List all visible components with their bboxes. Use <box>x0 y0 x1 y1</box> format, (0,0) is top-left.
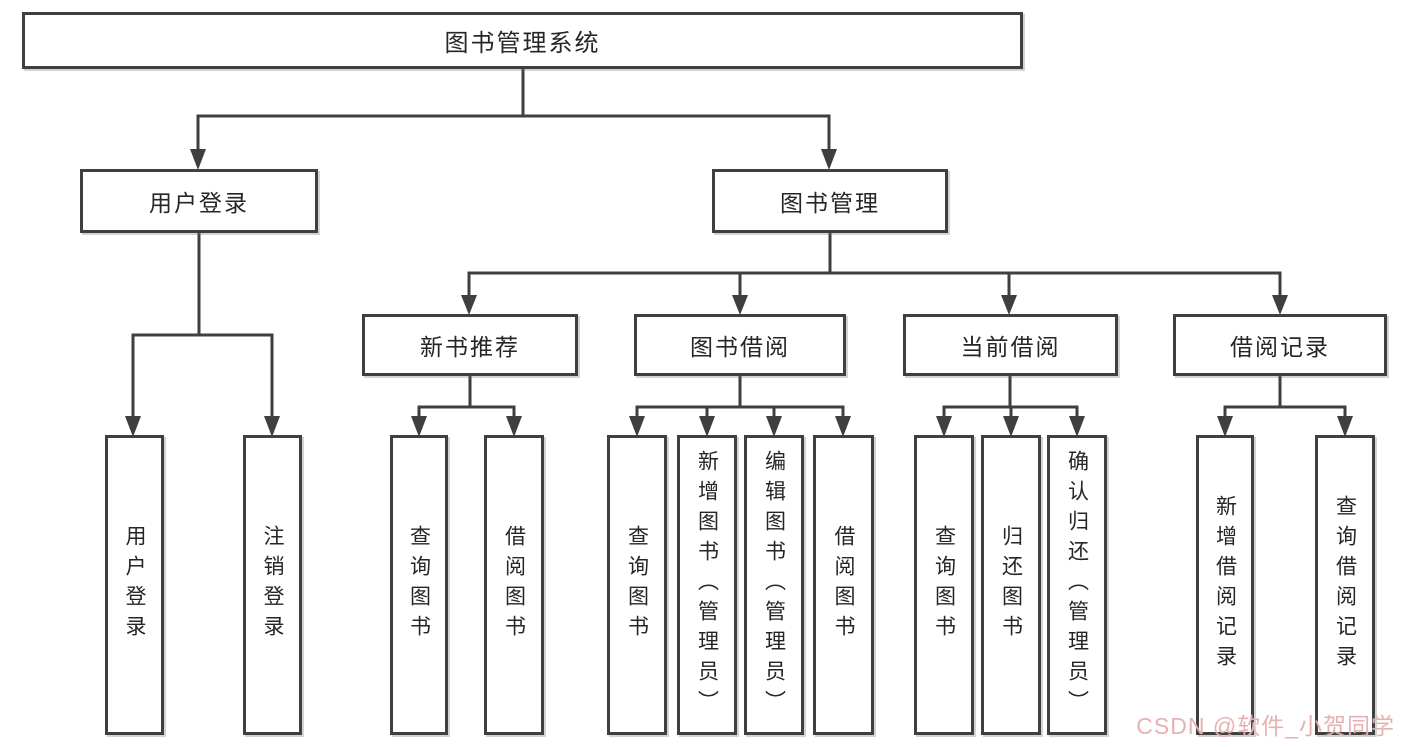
node-query-borrow-record: 查询借阅记录 <box>1315 435 1375 735</box>
node-label: 借阅图书 <box>832 525 855 645</box>
node-label: 新书推荐 <box>420 334 520 360</box>
node-label: 新增图书（管理员） <box>695 450 719 720</box>
node-borrow-records: 借阅记录 <box>1173 314 1387 376</box>
node-borrow-books-recommend: 借阅图书 <box>484 435 544 735</box>
node-label: 编辑图书（管理员） <box>762 450 786 720</box>
node-label: 图书管理 <box>780 190 880 216</box>
node-current-borrow: 当前借阅 <box>903 314 1118 376</box>
node-query-books-borrow: 查询图书 <box>607 435 667 735</box>
node-return-book: 归还图书 <box>981 435 1041 735</box>
node-borrow-books: 借阅图书 <box>813 435 874 735</box>
node-query-books-current: 查询图书 <box>914 435 974 735</box>
node-label: 用户登录 <box>123 525 146 645</box>
node-label: 当前借阅 <box>960 334 1061 360</box>
node-add-borrow-record: 新增借阅记录 <box>1196 435 1254 735</box>
node-label: 查询借阅记录 <box>1333 495 1357 675</box>
node-user-login: 用户登录 <box>105 435 164 735</box>
node-add-book-admin: 新增图书（管理员） <box>677 435 737 735</box>
node-label: 借阅记录 <box>1230 334 1330 360</box>
node-label: 查询图书 <box>407 525 431 645</box>
node-label: 确认归还（管理员） <box>1065 450 1089 720</box>
node-book-borrow: 图书借阅 <box>634 314 846 376</box>
node-label: 图书管理系统 <box>444 30 601 57</box>
node-label: 借阅图书 <box>502 525 526 645</box>
node-new-book-recommend: 新书推荐 <box>362 314 578 376</box>
node-library-management-system: 图书管理系统 <box>22 12 1023 69</box>
node-book-management: 图书管理 <box>712 169 948 233</box>
node-label: 图书借阅 <box>690 334 790 360</box>
node-label: 归还图书 <box>999 525 1023 645</box>
node-label: 用户登录 <box>149 190 249 216</box>
node-confirm-return-admin: 确认归还（管理员） <box>1047 435 1107 735</box>
node-logout: 注销登录 <box>243 435 302 735</box>
node-label: 查询图书 <box>932 525 956 645</box>
node-query-books-recommend: 查询图书 <box>390 435 448 735</box>
csdn-watermark: CSDN @软件_小贺同学 <box>1136 713 1395 739</box>
node-label: 新增借阅记录 <box>1213 495 1237 675</box>
node-edit-book-admin: 编辑图书（管理员） <box>744 435 804 735</box>
node-label: 注销登录 <box>261 525 284 645</box>
node-user-login-group: 用户登录 <box>80 169 318 233</box>
node-label: 查询图书 <box>625 525 649 645</box>
